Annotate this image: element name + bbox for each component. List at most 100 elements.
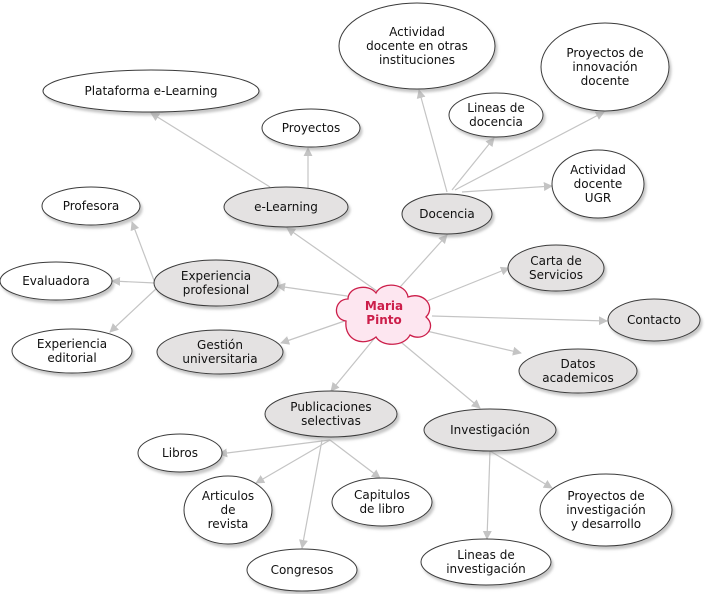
- node-label: docencia: [469, 115, 523, 129]
- node-ellipse: [401, 193, 493, 235]
- connector-arrow: [417, 328, 522, 356]
- node-libros[interactable]: Libros: [137, 433, 223, 473]
- node-label: Proyectos: [282, 121, 340, 135]
- connector-arrow: [329, 439, 381, 479]
- node-ellipse: [153, 259, 279, 307]
- node-label: Actividad: [389, 25, 445, 39]
- node-label: Experiencia: [37, 337, 107, 351]
- connector-arrow: [111, 276, 156, 286]
- node-ellipse: [261, 108, 361, 148]
- node-ellipse: [183, 475, 273, 545]
- node-contacto[interactable]: Contacto: [607, 298, 701, 342]
- node-ellipse: [11, 328, 133, 374]
- node-label: Actividad: [570, 163, 626, 177]
- connector-arrow: [416, 89, 448, 193]
- node-evaluadora[interactable]: Evaluadora: [0, 261, 113, 301]
- node-ellipse: [223, 186, 349, 228]
- connector-arrow: [150, 112, 271, 188]
- node-label: docente: [574, 177, 623, 191]
- connector-arrow: [130, 221, 156, 284]
- node-docencia[interactable]: Docencia: [401, 193, 493, 235]
- connector-lines: [109, 89, 608, 549]
- node-label: Evaluadora: [22, 274, 90, 288]
- node-ellipse: [331, 477, 433, 527]
- node-label: docente en otras: [366, 39, 468, 53]
- node-label: Maria: [365, 299, 403, 313]
- node-label: Lineas de: [467, 101, 524, 115]
- node-label: Servicios: [529, 268, 583, 282]
- node-label: Capitulos: [354, 488, 410, 502]
- node-label: profesional: [183, 283, 249, 297]
- connector-arrow: [255, 439, 331, 484]
- node-label: Proyectos de: [566, 46, 643, 60]
- node-label: Publicaciones: [290, 400, 371, 414]
- node-ellipse: [0, 261, 113, 301]
- node-label: Datos: [561, 357, 596, 371]
- node-label: selectivas: [301, 414, 361, 428]
- connector-arrow: [482, 450, 492, 540]
- node-label: Libros: [162, 446, 198, 460]
- connector-arrow: [489, 450, 553, 489]
- node-ellipse: [518, 348, 638, 394]
- node-elearning[interactable]: e-Learning: [223, 186, 349, 228]
- center-cloud: [335, 284, 432, 345]
- connector-arrow: [218, 439, 331, 458]
- node-label: Plataforma e-Learning: [85, 84, 218, 98]
- connector-arrow: [389, 332, 481, 409]
- node-label: Profesora: [63, 199, 120, 213]
- connector-arrow: [451, 137, 495, 191]
- node-label: innovación: [572, 60, 637, 74]
- node-ellipse: [246, 548, 358, 592]
- node-label: de libro: [359, 502, 404, 516]
- node-ellipse: [448, 92, 544, 138]
- node-label: Congresos: [271, 563, 334, 577]
- node-label: universitaria: [182, 352, 257, 366]
- connector-arrow: [411, 266, 510, 308]
- connector-arrow: [454, 111, 605, 191]
- node-label: UGR: [585, 191, 611, 205]
- node-profesora[interactable]: Profesora: [41, 186, 141, 226]
- node-ellipse: [338, 2, 496, 90]
- node-label: Proyectos de: [567, 489, 644, 503]
- node-proyectos[interactable]: Proyectos: [261, 108, 361, 148]
- node-congresos[interactable]: Congresos: [246, 548, 358, 592]
- node-label: Docencia: [419, 207, 474, 221]
- node-label: investigación: [446, 562, 526, 576]
- node-ellipse: [607, 298, 701, 342]
- node-label: y desarrollo: [571, 517, 641, 531]
- node-plataforma[interactable]: Plataforma e-Learning: [42, 69, 260, 113]
- node-label: editorial: [47, 351, 96, 365]
- connector-arrow: [431, 315, 608, 326]
- connector-arrow: [286, 227, 385, 297]
- node-investigacion[interactable]: Investigación: [423, 408, 557, 452]
- node-label: Contacto: [627, 313, 681, 327]
- node-ellipse: [137, 433, 223, 473]
- node-label: Pinto: [366, 313, 401, 327]
- connector-arrow: [330, 333, 379, 392]
- node-label: Investigación: [450, 423, 530, 437]
- node-label: revista: [208, 517, 249, 531]
- node-label: Experiencia: [181, 269, 251, 283]
- node-label: Articulos: [202, 489, 254, 503]
- node-label: e-Learning: [254, 200, 318, 214]
- node-ellipse: [420, 538, 552, 586]
- node-ellipse: [264, 390, 398, 438]
